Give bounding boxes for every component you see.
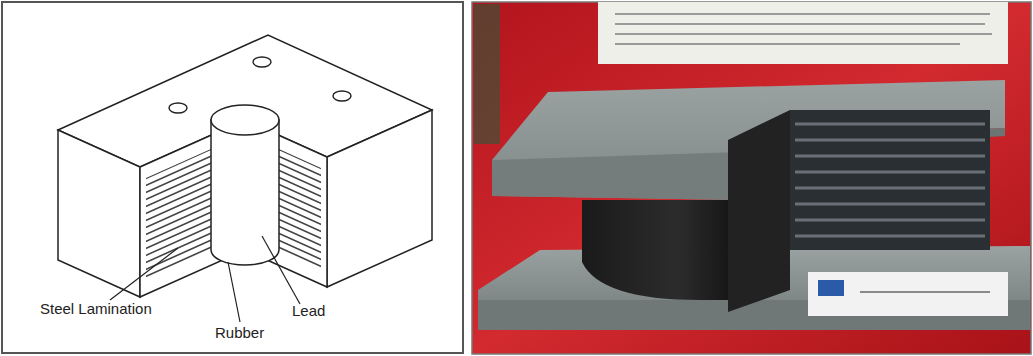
photo-background bbox=[474, 4, 500, 144]
part-label: Rubber bbox=[215, 324, 264, 342]
display-card bbox=[808, 272, 1008, 316]
photo-background bbox=[472, 2, 1031, 354]
part-label: Steel Lamination bbox=[40, 300, 152, 318]
right-face bbox=[327, 110, 432, 287]
bearing-drawing bbox=[58, 35, 432, 297]
placard bbox=[598, 2, 1008, 64]
left-face bbox=[58, 130, 140, 297]
lead-core bbox=[211, 105, 279, 265]
panel-frame bbox=[2, 2, 463, 353]
bolt-holes bbox=[169, 57, 351, 113]
part-label: Lead bbox=[292, 302, 325, 320]
